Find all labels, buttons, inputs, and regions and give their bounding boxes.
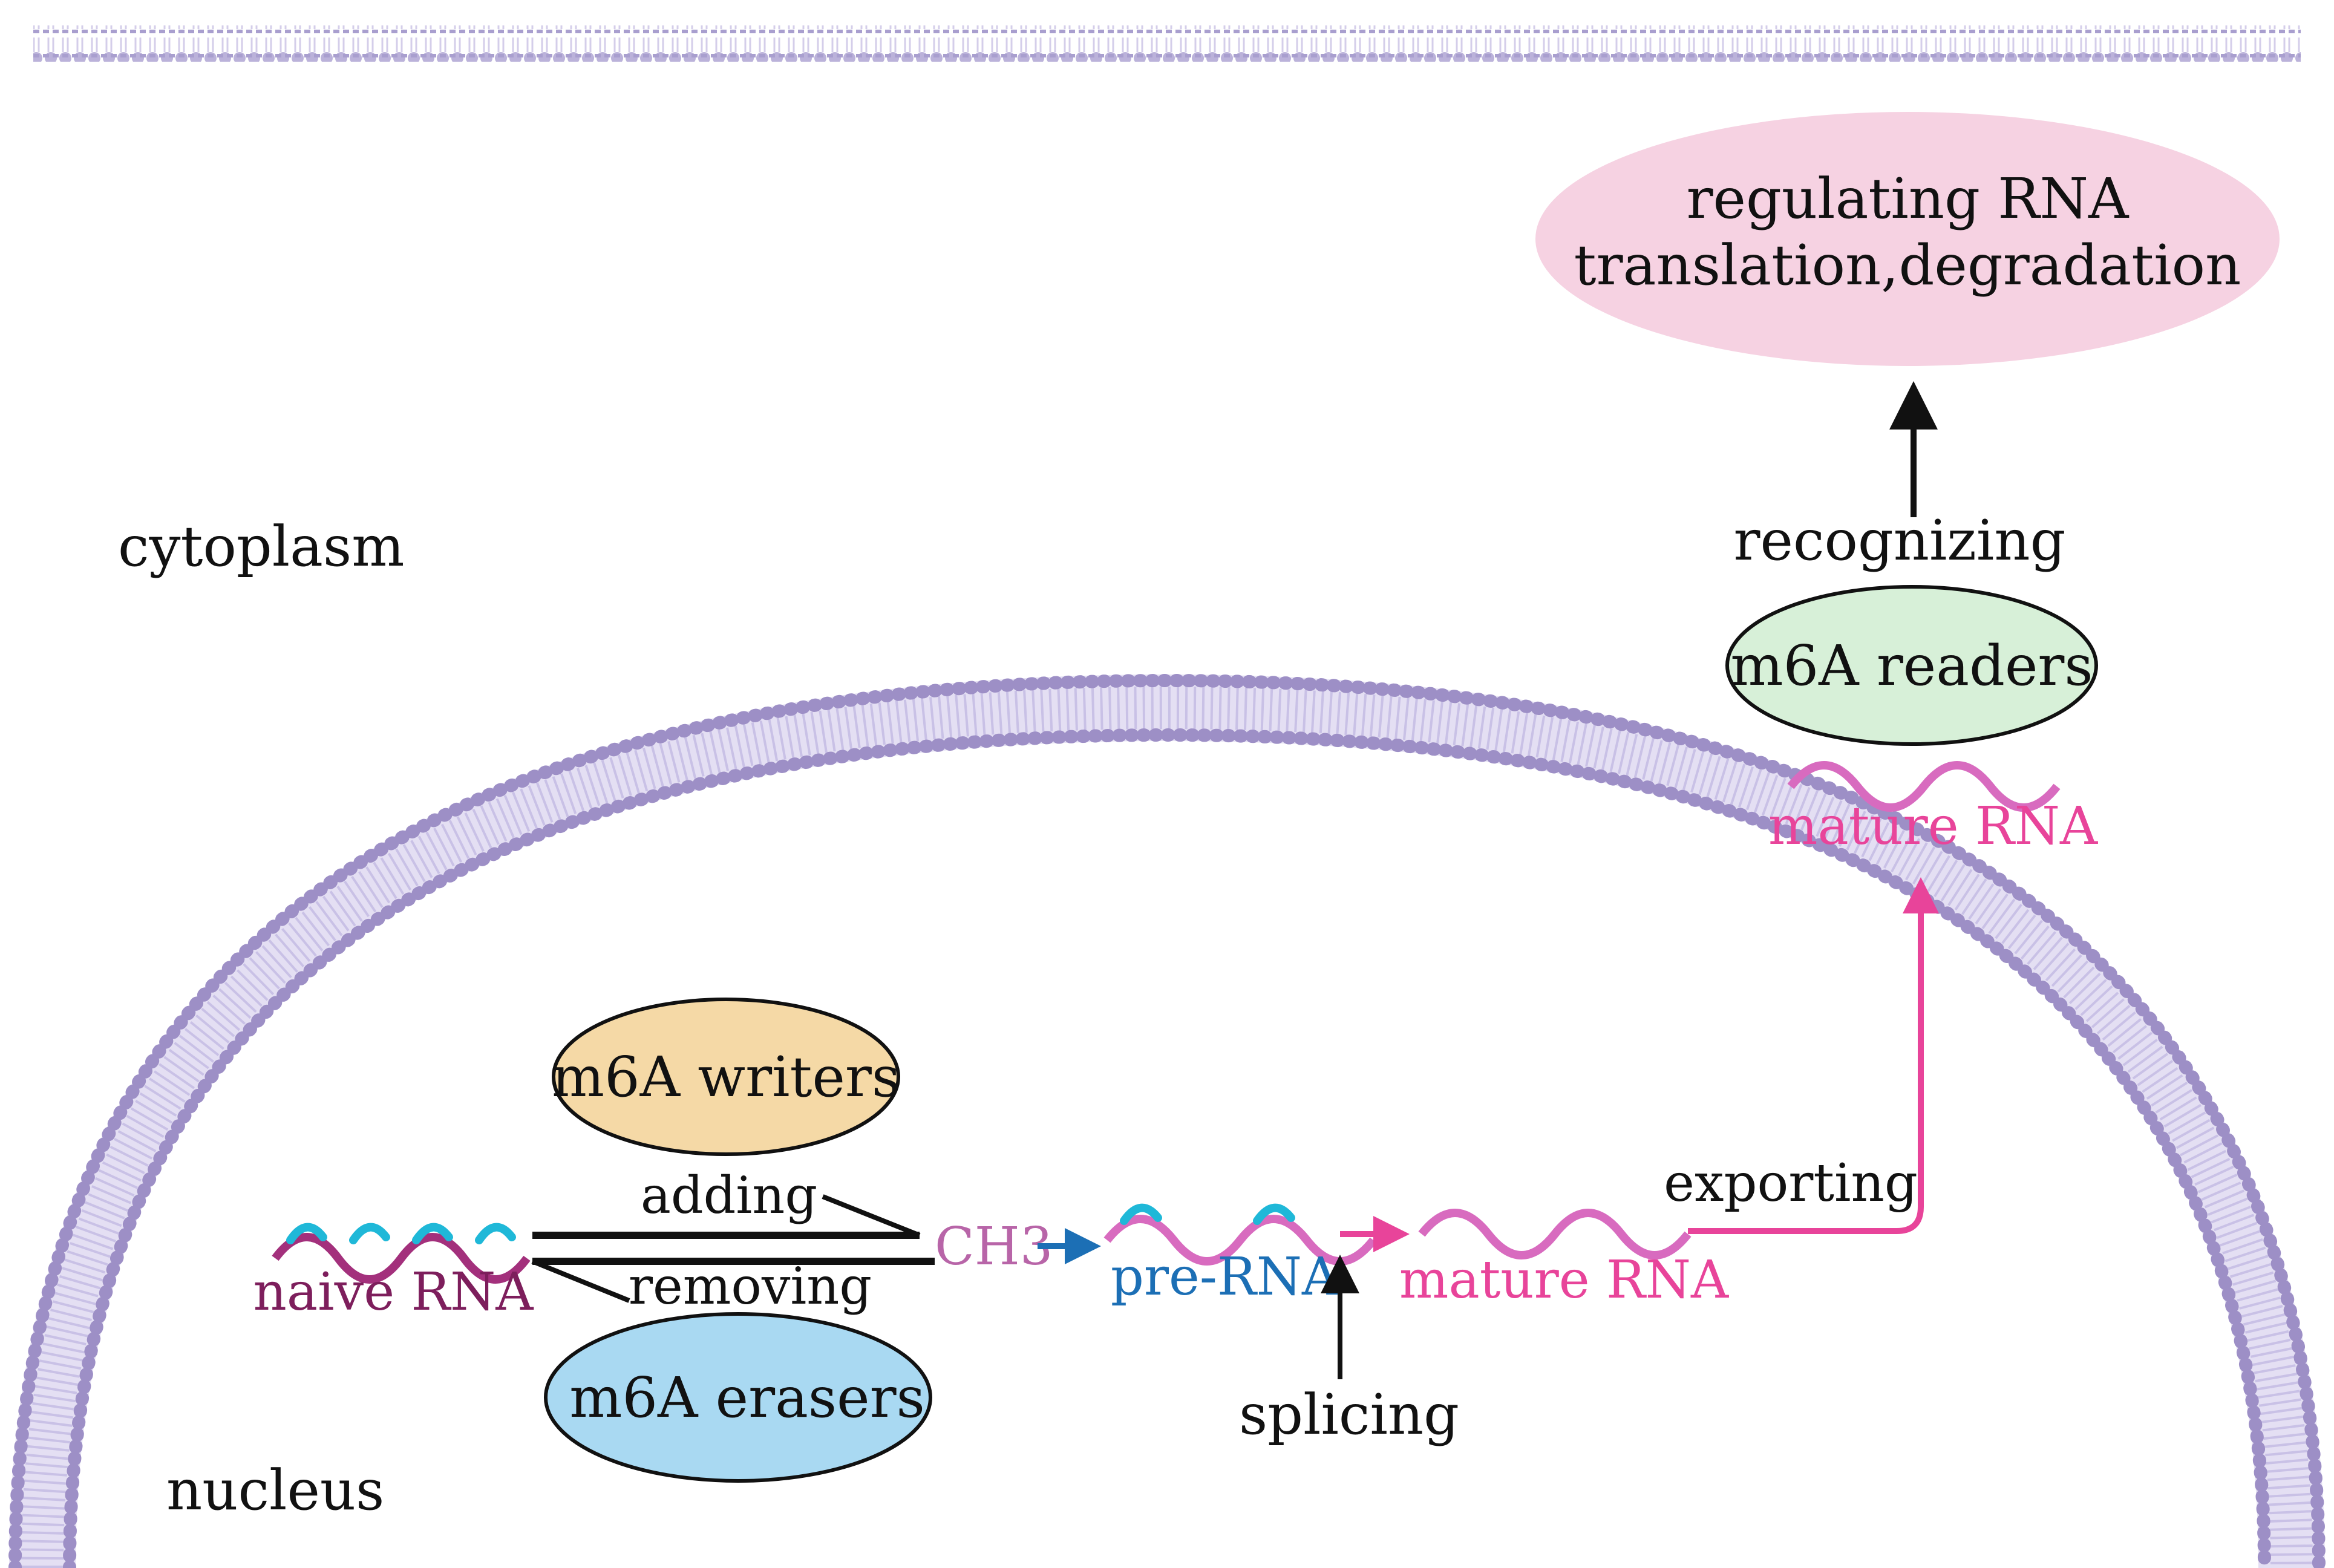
exporting-label: exporting <box>1664 1153 1918 1214</box>
naive-rna-label: naive RNA <box>253 1262 534 1322</box>
outcome-line2: translation,degradation <box>1574 233 2241 298</box>
writers-node: m6A writers <box>552 998 900 1156</box>
nucleus-label: nucleus <box>166 1458 384 1523</box>
writers-label: m6A writers <box>552 1045 900 1109</box>
readers-node: m6A readers <box>1725 585 2098 746</box>
removing-label: removing <box>629 1256 872 1316</box>
mature-rna-nucleus: mature RNA <box>1399 1209 1729 1310</box>
methyl-label: CH3 <box>935 1217 1053 1277</box>
outcome-node: regulating RNA translation,degradation <box>1535 112 2280 366</box>
mature-rna-cytoplasm: mature RNA <box>1768 761 2098 857</box>
plasma-membrane <box>33 25 2301 62</box>
recognizing-label: recognizing <box>1734 508 2066 573</box>
erasers-label: m6A erasers <box>569 1365 925 1430</box>
mature-rna-nucleus-label: mature RNA <box>1399 1250 1729 1310</box>
splicing-label: splicing <box>1239 1382 1459 1447</box>
nuclear-envelope <box>8 673 2326 1568</box>
removing-arrow <box>531 1258 935 1303</box>
adding-label: adding <box>641 1166 817 1225</box>
cytoplasm-label: cytoplasm <box>118 514 404 579</box>
readers-label: m6A readers <box>1730 633 2093 698</box>
naive-rna: naive RNA <box>253 1223 534 1322</box>
pre-rna-label: pre-RNA <box>1111 1247 1340 1307</box>
erasers-node: m6A erasers <box>544 1312 932 1483</box>
adding-arrow <box>532 1194 921 1239</box>
exporting-arrow <box>1688 877 1939 1234</box>
outcome-line1: regulating RNA <box>1687 166 2130 231</box>
mature-rna-cytoplasm-label: mature RNA <box>1768 796 2098 857</box>
pre-rna: pre-RNA <box>1103 1203 1377 1307</box>
